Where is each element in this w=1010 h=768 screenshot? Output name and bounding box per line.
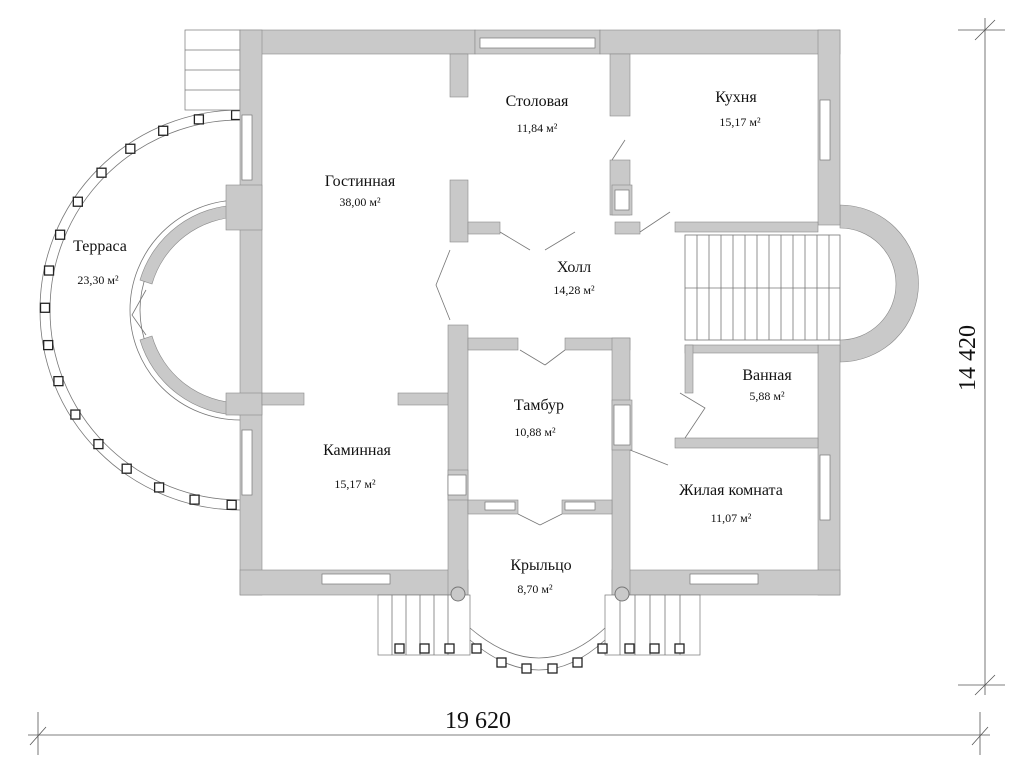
room-area-dining: 11,84 м²	[517, 121, 558, 135]
terrace-post	[193, 114, 205, 125]
terrace-post	[53, 375, 64, 387]
room-area-vestibule: 10,88 м²	[514, 425, 556, 439]
terrace	[39, 29, 242, 511]
room-name-dining: Столовая	[506, 93, 569, 110]
terrace-post	[226, 499, 237, 510]
terrace-post	[70, 409, 81, 420]
terrace-post	[39, 302, 51, 313]
terrace-post	[96, 167, 107, 178]
doors	[131, 139, 706, 526]
terrace-post	[189, 494, 200, 505]
room-name-hall: Холл	[557, 259, 591, 276]
terrace-post	[54, 229, 66, 240]
room-area-fireplace: 15,17 м²	[334, 477, 376, 491]
room-labels: Столовая 11,84 м² Кухня 15,17 м² Гостинн…	[73, 89, 792, 596]
dimension-width: 19 620	[28, 708, 990, 755]
terrace-post	[158, 125, 169, 136]
room-area-hall: 14,28 м²	[553, 283, 595, 297]
room-area-living: 38,00 м²	[339, 195, 381, 209]
height-label: 14 420	[955, 325, 981, 391]
windows	[241, 37, 831, 585]
staircase	[684, 234, 841, 341]
room-name-vestibule: Тамбур	[514, 397, 564, 414]
terrace-post	[43, 265, 55, 276]
terrace-post	[121, 463, 132, 474]
room-name-porch: Крыльцо	[510, 557, 571, 574]
room-name-kitchen: Кухня	[715, 89, 757, 106]
dimension-height: 14 420	[955, 18, 1005, 696]
room-name-bathroom: Ванная	[742, 367, 792, 384]
room-area-terrace: 23,30 м²	[77, 273, 119, 287]
room-name-bedroom: Жилая комната	[679, 482, 783, 499]
terrace-post	[230, 109, 242, 121]
room-name-living: Гостинная	[325, 173, 396, 190]
room-area-porch: 8,70 м²	[517, 582, 553, 596]
terrace-post	[43, 339, 54, 351]
room-area-bedroom: 11,07 м²	[711, 511, 752, 525]
porch	[377, 586, 701, 674]
terrace-post	[93, 438, 104, 450]
room-area-kitchen: 15,17 м²	[719, 115, 761, 129]
room-name-fireplace: Каминная	[323, 442, 391, 459]
terrace-post	[72, 196, 83, 207]
terrace-post	[153, 482, 165, 493]
width-label: 19 620	[445, 708, 511, 734]
stair-bay	[839, 204, 919, 363]
terrace-post	[125, 143, 136, 154]
room-area-bathroom: 5,88 м²	[749, 389, 785, 403]
room-name-terrace: Терраса	[73, 238, 127, 255]
